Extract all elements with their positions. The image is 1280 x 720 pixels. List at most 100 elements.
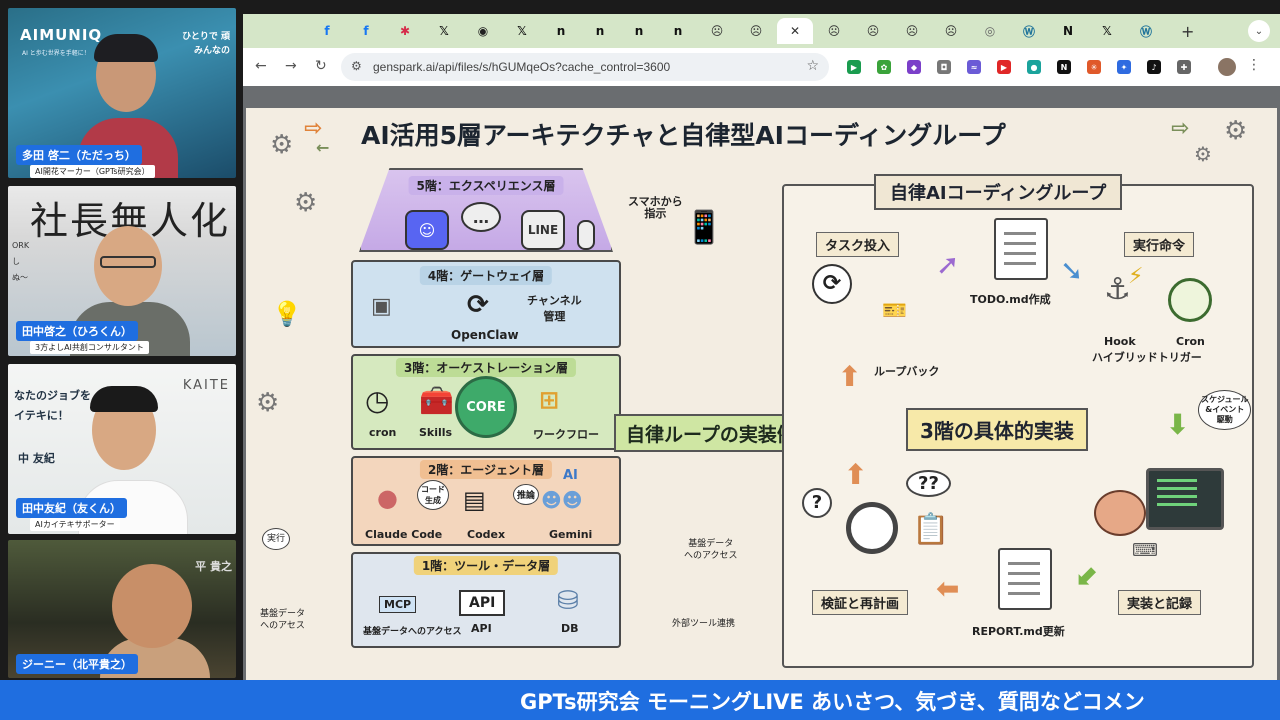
ext-teal-icon[interactable]: ● [1027,60,1041,74]
tab-x-icon[interactable]: 𝕏 [439,24,449,38]
tab-wordpress-icon[interactable]: Ⓦ [1139,24,1152,39]
smartphone-instruction-label: スマホから 指示 [628,195,683,220]
gear-icon: ⚙ [294,188,318,218]
flow-arrow-icon: ⬆ [844,458,868,491]
hair [90,386,158,412]
todo-label: TODO.md作成 [970,293,1051,306]
ext-purple-icon[interactable]: ◆ [907,60,921,74]
external-tools-label: 外部ツール連携 [672,619,736,629]
ext-wave-icon[interactable]: ≈ [967,60,981,74]
gemini-label: Gemini [549,528,593,541]
gemini-robots-icon: ☻☻ [541,488,583,512]
tab-chrome-icon[interactable]: ◎ [984,24,996,38]
chat-windows-icon: ▣ [371,294,392,319]
floor-4-label: 4階：ゲートウェイ層 [419,266,553,285]
mcp-badge: MCP [379,596,417,613]
tab-slack-icon[interactable]: ✱ [399,24,411,38]
ai-label: AI [563,468,578,483]
channel-management-label: チャンネル 管理 [527,294,582,323]
person-head [112,564,192,648]
participant-tile-hirokun[interactable]: 社長無人化 ORK し ぬ〜 田中啓之（ひろくん） 3方よしAI共創コンサルタン… [8,186,236,356]
site-info-icon[interactable]: ⚙ [351,59,362,73]
address-bar[interactable]: ⚙ genspark.ai/api/files/s/hGUMqeOs?cache… [341,53,829,81]
tab-x-icon[interactable]: 𝕏 [1102,24,1112,38]
participant-name: 多田 啓二（ただっち） [16,145,142,165]
floor-1-label: 1階：ツール・データ層 [413,556,559,575]
openclaw-label: OpenClaw [451,328,519,342]
arrow-left-icon: ← [316,138,330,157]
arrow-right-icon: ⇨ [1171,116,1190,141]
implement-record-badge: 実装と記録 [1118,590,1202,615]
reload-icon[interactable]: ↻ [315,58,327,74]
page-content: AI活用5層アーキテクチャと自律型AIコーディングループ ⚙ ⇨ ← ⇨ ⚙ ⚙… [243,86,1280,680]
background-title: KAITE [182,378,230,393]
question-bubble: ?? [906,470,951,497]
ext-camera-icon[interactable]: ◘ [937,60,951,74]
tab-facebook-icon[interactable]: f [324,24,330,38]
hook-label: Hook [1104,335,1136,348]
infographic-title: AI活用5層アーキテクチャと自律型AIコーディングループ [361,121,1006,150]
tab-notion-icon[interactable]: n [634,24,644,38]
tab-search-button[interactable]: ⌄ [1248,20,1270,42]
tab-chatgpt-icon[interactable]: ☹ [866,24,880,38]
background-side-text: なたのジョブを イテキに！ [14,389,91,422]
tab-notion-icon[interactable]: n [556,24,566,38]
schedule-event-label: スケジュール &イベント 駆動 [1198,390,1252,430]
tab-x-icon[interactable]: 𝕏 [517,24,527,38]
tab-github-icon[interactable]: ◉ [477,24,489,38]
ext-clover-icon[interactable]: ✿ [877,60,891,74]
cron-label: Cron [1176,335,1205,348]
tab-notion-icon[interactable]: n [673,24,683,38]
flow-arrow-icon: ➘ [1060,254,1084,287]
workflow-icon: ⊞ [539,386,560,414]
ext-blue-icon[interactable]: ✦ [1117,60,1131,74]
code-gen-bubble: コード 生成 [417,480,449,510]
flow-arrow-icon: ⬅ [936,572,960,605]
tab-chatgpt-icon[interactable]: ☹ [749,24,763,38]
flow-arrow-icon: ➚ [936,248,960,281]
codex-computer-icon: ▤ [463,486,486,514]
participant-tile-tadatchi[interactable]: AIMUNIQ AI と歩む世界を手軽に！ ひとりで 頑 みんなの 多田 啓二（… [8,8,236,178]
ext-yellow-icon[interactable]: ♪ [1147,60,1161,74]
inference-bubble: 推論 [513,484,540,505]
ext-asterisk-icon[interactable]: ✳ [1087,60,1101,74]
tab-chatgpt-icon[interactable]: ☹ [944,24,958,38]
database-icon: ⛁ [557,586,579,616]
tab-chatgpt-icon[interactable]: ☹ [827,24,841,38]
participant-name: ジーニー（北平貴之） [16,654,138,674]
tab-wordpress-icon[interactable]: Ⓦ [1022,24,1035,39]
ext-puzzle-icon[interactable]: ✚ [1177,60,1191,74]
ext-green-icon[interactable]: ▶ [847,60,861,74]
bookmark-star-icon[interactable]: ☆ [806,58,819,74]
url-text[interactable]: genspark.ai/api/files/s/hGUMqeOs?cache_c… [373,60,671,74]
background-banner-text: ひとりで 頑 みんなの [182,32,230,56]
tab-facebook-icon[interactable]: f [363,24,369,38]
ticker-text: GPTs研究会 モーニングLIVE あいさつ、気づき、質問などコメン [520,690,1145,714]
flow-arrow-icon: ⬆ [838,360,862,393]
task-input-badge: タスク投入 [816,232,900,257]
profile-avatar[interactable] [1218,58,1236,76]
ext-notion-icon[interactable]: N [1057,60,1071,74]
tab-chatgpt-icon[interactable]: ☹ [905,24,919,38]
verify-replan-badge: 検証と再計画 [812,590,909,615]
ext-youtube-icon[interactable]: ▶ [997,60,1011,74]
floor-5-label: 5階：エクスペリエンス層 [408,176,564,195]
new-tab-button[interactable]: + [1181,22,1195,41]
tab-close-tab-icon[interactable]: ✕ [777,18,813,44]
browser-toolbar: ← → ↻ ⚙ genspark.ai/api/files/s/hGUMqeOs… [243,48,1280,86]
tab-notion-icon[interactable]: n [595,24,605,38]
menu-kebab-icon[interactable]: ⋮ [1247,57,1261,73]
forward-icon[interactable]: → [285,58,297,74]
report-label: REPORT.md更新 [972,625,1065,638]
workflow-label: ワークフロー [533,428,599,441]
tab-chatgpt-icon[interactable]: ☹ [710,24,724,38]
participant-tile-tomokun[interactable]: KAITE なたのジョブを イテキに！ 中 友紀 田中友紀（友くん） AIカイテ… [8,364,236,534]
implementation-arrow-label: 自律ループの実装例 → [626,424,819,446]
participant-tile-genie[interactable]: 平 貴之 ジーニー（北平貴之） [8,540,236,678]
arrow-right-icon: ⇨ [304,116,323,141]
floor3-implementation-label: 3階の具体的実装 [906,408,1088,451]
back-icon[interactable]: ← [255,58,267,74]
tab-notion-icon[interactable]: N [1062,24,1074,38]
todo-document-icon [994,218,1048,280]
